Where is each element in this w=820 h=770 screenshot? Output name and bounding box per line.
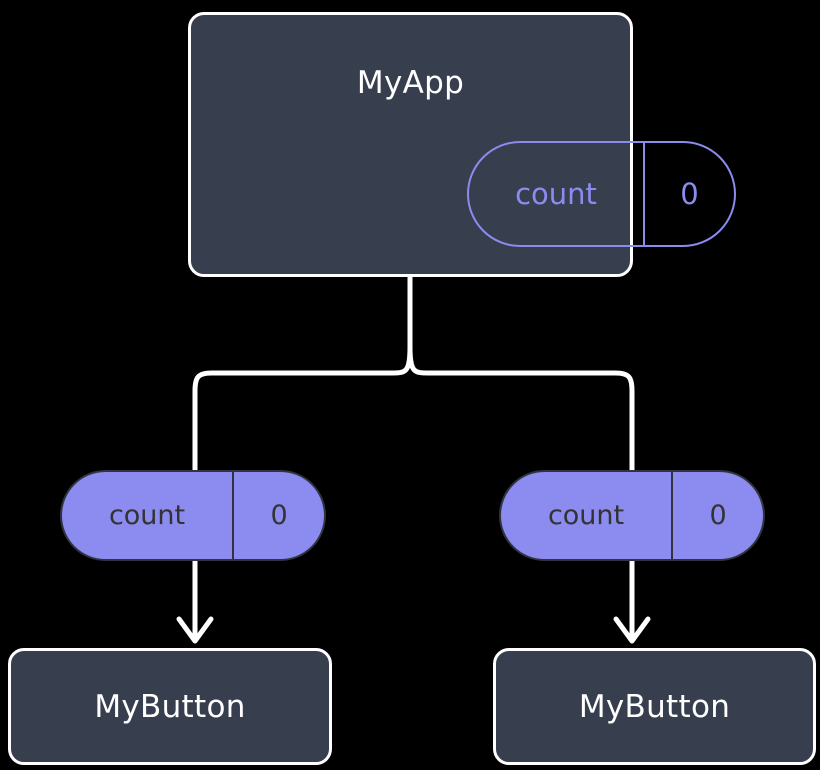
- state-pill-key: count: [515, 177, 597, 211]
- state-pill-value: 0: [232, 472, 324, 559]
- state-pill-mybutton-left[interactable]: count 0: [60, 470, 326, 561]
- state-pill-myapp[interactable]: count 0: [467, 141, 736, 247]
- state-pill-key: count: [547, 500, 625, 531]
- component-node-mybutton-right[interactable]: MyButton: [493, 648, 816, 765]
- component-node-mybutton-left[interactable]: MyButton: [8, 648, 332, 765]
- connector-branch-left: [192, 344, 413, 473]
- arrowhead-right-icon: [613, 616, 651, 644]
- state-pill-value: 0: [643, 143, 734, 245]
- component-node-myapp[interactable]: MyApp count 0: [188, 12, 736, 277]
- state-pill-key: count: [108, 500, 186, 531]
- component-title-myapp: MyApp: [356, 65, 465, 101]
- connector-branch-right: [407, 344, 635, 473]
- state-pill-mybutton-right[interactable]: count 0: [499, 470, 765, 561]
- component-title-mybutton: MyButton: [578, 689, 731, 725]
- component-title-mybutton: MyButton: [94, 689, 246, 725]
- state-pill-value: 0: [671, 472, 763, 559]
- arrowhead-left-icon: [176, 616, 214, 644]
